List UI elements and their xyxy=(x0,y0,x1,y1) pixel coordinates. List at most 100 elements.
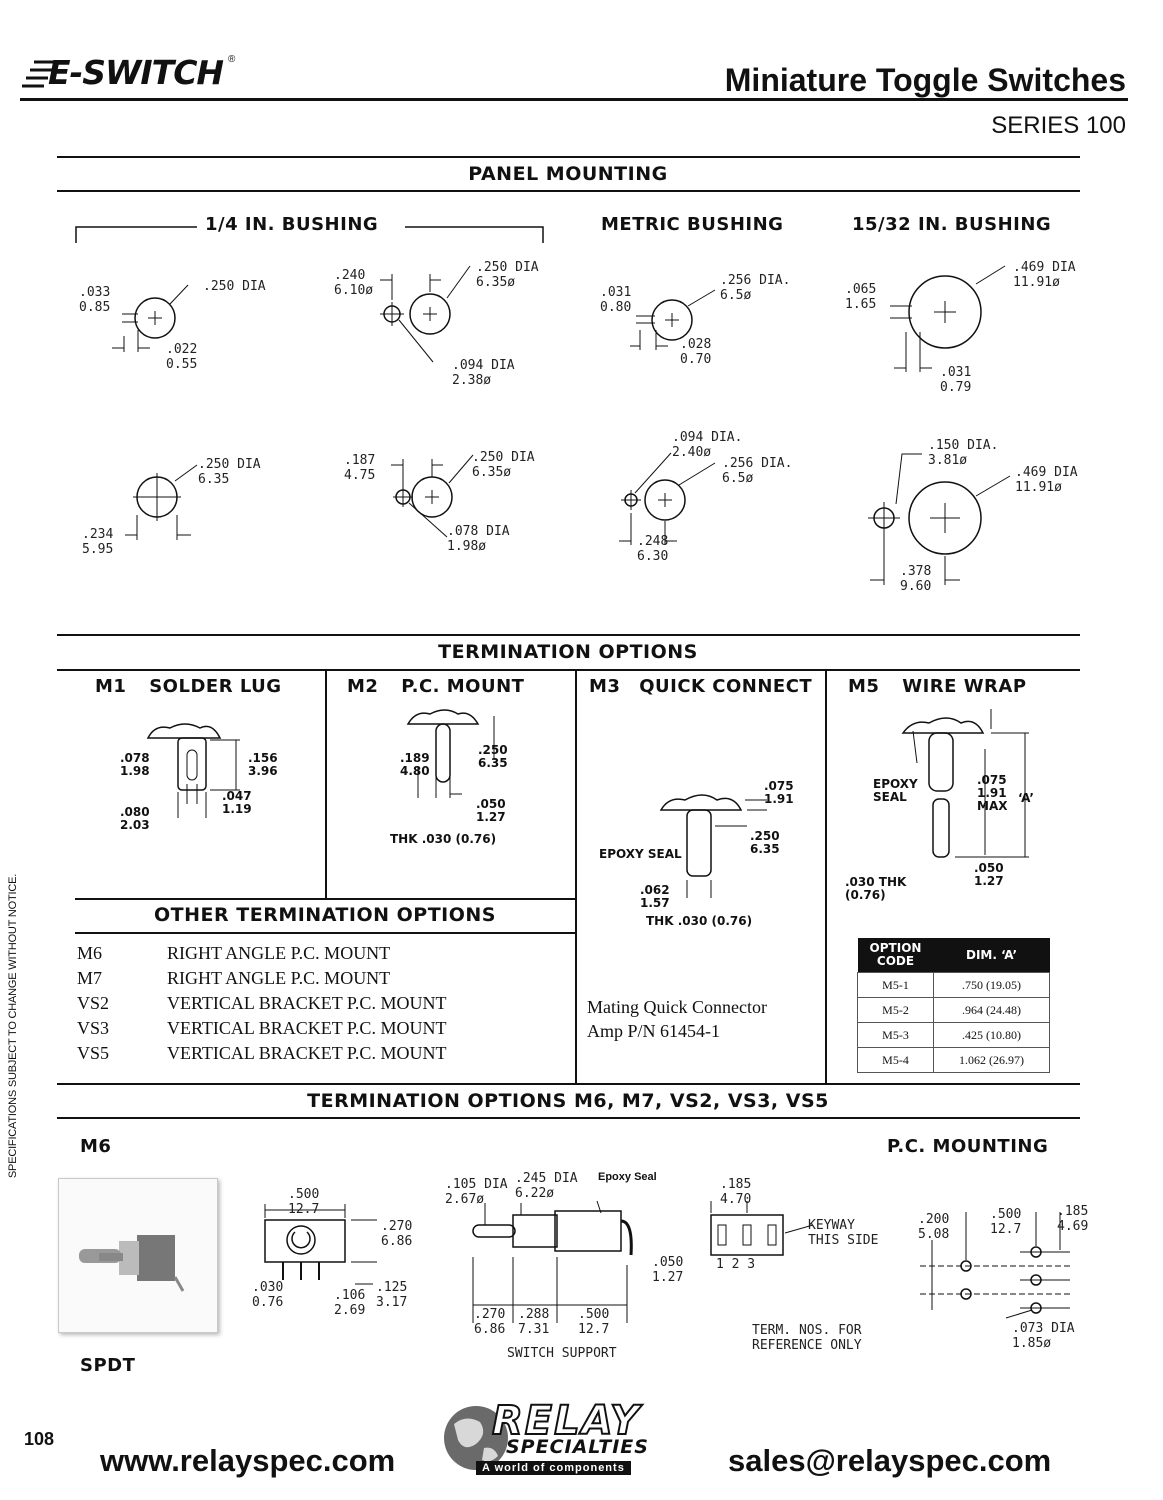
dim-6a: .187 4.75 xyxy=(344,453,376,483)
option-code: VS5 xyxy=(77,1043,110,1063)
option-code: M6 xyxy=(77,943,103,963)
m1-name: SOLDER LUG xyxy=(149,676,282,697)
panel-cutout-drawing-4 xyxy=(880,262,1020,377)
dim-8c: .378 9.60 xyxy=(900,564,932,594)
side-note: SPECIFICATIONS SUBJECT TO CHANGE WITHOUT… xyxy=(7,873,19,1179)
dim-6b: .250 DIA 6.35ø xyxy=(472,450,535,480)
switch-photo-art xyxy=(79,1235,217,1332)
dim-2a: .240 6.10ø xyxy=(334,268,374,298)
relay-specialties-logo: RELAY SPECIALTIES A world of components xyxy=(436,1397,681,1480)
page-number: 108 xyxy=(24,1429,55,1449)
s3-keyway: KEYWAY THIS SIDE xyxy=(808,1218,879,1248)
s2-epoxy-seal: Epoxy Seal xyxy=(598,1171,657,1183)
dim-1a: .033 0.85 xyxy=(79,285,111,315)
option-desc: RIGHT ANGLE P.C. MOUNT xyxy=(167,943,391,963)
s4-dim-b: .500 12.7 xyxy=(990,1207,1022,1237)
brand-name: E-SWITCH xyxy=(48,53,224,92)
panel-bottom-rule xyxy=(57,190,1080,192)
divider-m3-m5 xyxy=(825,671,827,1084)
s1-dim-a: .500 12.7 xyxy=(288,1187,320,1217)
list-item: M6 RIGHT ANGLE P.C. MOUNT xyxy=(77,941,446,966)
m3-dim-c: .062 1.57 xyxy=(640,883,670,910)
heading-metric-bushing: METRIC BUSHING xyxy=(601,214,784,235)
m3-thk: THK .030 (0.76) xyxy=(646,914,753,928)
m2-heading: M2 P.C. MOUNT xyxy=(347,676,524,697)
m2-code: M2 xyxy=(347,676,379,697)
m3-dim-a: .075 1.91 xyxy=(764,779,794,806)
pc-mounting-hole-pattern xyxy=(920,1210,1090,1330)
panel-cutout-drawing-5 xyxy=(105,465,205,545)
dim-a-table: OPTION CODE DIM. ‘A’ M5-1 .750 (19.05) M… xyxy=(857,938,1050,1073)
term-bottom-rule xyxy=(57,669,1080,671)
s2-dim-c: .050 1.27 xyxy=(652,1255,684,1285)
dim-1b: .250 DIA xyxy=(203,279,266,294)
m3-seal: EPOXY SEAL xyxy=(599,847,682,861)
brand-reg-mark: ® xyxy=(228,54,236,65)
header-rule xyxy=(20,98,1128,101)
s3-note: TERM. NOS. FOR REFERENCE ONLY xyxy=(752,1323,862,1353)
dim-6c: .078 DIA 1.98ø xyxy=(447,524,510,554)
m5-dim-b: .050 1.27 xyxy=(974,861,1004,888)
other-options-rule xyxy=(75,932,575,934)
m5-dim-a: .075 1.91 MAX xyxy=(977,773,1008,813)
dim-table-header-code: OPTION CODE xyxy=(857,938,934,973)
list-item: VS2 VERTICAL BRACKET P.C. MOUNT xyxy=(77,991,446,1016)
spdt-label: SPDT xyxy=(80,1355,136,1376)
panel-cutout-drawing-3 xyxy=(630,290,710,360)
table-row: M5-3 .425 (10.80) xyxy=(857,1022,1050,1048)
s2-support: SWITCH SUPPORT xyxy=(507,1346,617,1361)
heading-1532-bushing: 15/32 IN. BUSHING xyxy=(852,214,1052,235)
m2-thk: THK .030 (0.76) xyxy=(390,832,497,846)
panel-mounting-heading: PANEL MOUNTING xyxy=(468,163,668,185)
bottom-top-rule xyxy=(57,1083,1080,1085)
dim-7b: .256 DIA. 6.5ø xyxy=(722,456,793,486)
dim-table-value: .964 (24.48) xyxy=(933,997,1050,1023)
dim-8a: .150 DIA. 3.81ø xyxy=(928,438,999,468)
dim-table-code: M5-2 xyxy=(857,997,934,1023)
footer-website-link[interactable]: www.relayspec.com xyxy=(100,1443,396,1478)
dim-3a: .031 0.80 xyxy=(600,285,632,315)
m2-pc-mount-drawing xyxy=(400,700,500,810)
dim-table-header-dim: DIM. ‘A’ xyxy=(933,938,1050,973)
m5-heading: M5 WIRE WRAP xyxy=(848,676,1027,697)
brand-logo: E-SWITCH ® xyxy=(20,50,240,98)
dim-table-value: 1.062 (26.97) xyxy=(933,1047,1050,1073)
s2-dim-e: .288 7.31 xyxy=(518,1307,550,1337)
s4-dim-c: .185 4.69 xyxy=(1057,1204,1089,1234)
s1-dim-d: .106 2.69 xyxy=(334,1288,366,1318)
m1-code: M1 xyxy=(95,676,127,697)
dim-table-code: M5-3 xyxy=(857,1022,934,1048)
m5-dim-a-label: ‘A’ xyxy=(1018,791,1034,805)
option-desc: VERTICAL BRACKET P.C. MOUNT xyxy=(167,993,447,1013)
s1-dim-b: .270 6.86 xyxy=(381,1219,413,1249)
dim-2b: .250 DIA 6.35ø xyxy=(476,260,539,290)
footer-email-link[interactable]: sales@relayspec.com xyxy=(728,1443,1052,1478)
s2-dim-b: .245 DIA 6.22ø xyxy=(515,1171,578,1201)
table-row: M5-1 .750 (19.05) xyxy=(857,972,1050,998)
s1-dim-c: .030 0.76 xyxy=(252,1280,284,1310)
m5-wire-wrap-drawing xyxy=(895,705,1045,875)
panel-cutout-drawing-7 xyxy=(615,445,715,555)
panel-cutout-drawing-2 xyxy=(375,270,475,370)
option-code: VS2 xyxy=(77,993,110,1013)
term-top-rule xyxy=(57,634,1080,636)
m3-name: QUICK CONNECT xyxy=(639,676,813,697)
m3-mating-line2: Amp P/N 61454-1 xyxy=(587,1021,721,1041)
panel-cutout-drawing-8 xyxy=(860,440,1020,590)
dim-7c: .248 6.30 xyxy=(637,534,669,564)
series-label: SERIES 100 xyxy=(991,112,1126,139)
m3-mating-line1: Mating Quick Connector xyxy=(587,997,767,1017)
dim-2c: .094 DIA 2.38ø xyxy=(452,358,515,388)
dim-7a: .094 DIA. 2.40ø xyxy=(672,430,743,460)
s3-dim-a: .185 4.70 xyxy=(720,1177,752,1207)
dim-3c: .028 0.70 xyxy=(680,337,712,367)
dim-1c: .022 0.55 xyxy=(166,342,198,372)
option-desc: VERTICAL BRACKET P.C. MOUNT xyxy=(167,1018,447,1038)
dim-8b: .469 DIA 11.91ø xyxy=(1015,465,1078,495)
m2-name: P.C. MOUNT xyxy=(401,676,525,697)
divider-m2-m3 xyxy=(575,671,577,1084)
m6-label: M6 xyxy=(80,1136,112,1157)
